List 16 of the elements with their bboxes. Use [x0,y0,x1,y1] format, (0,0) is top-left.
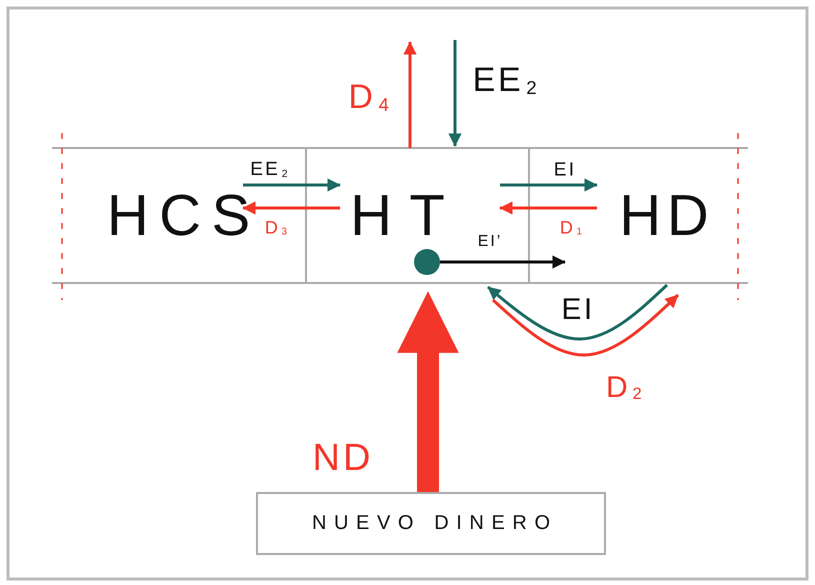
dot-marker [414,249,440,275]
arrow [448,40,462,147]
sector-label: HCS [106,182,261,249]
arrow [500,178,598,192]
arrow [243,178,341,192]
sector-label: HT [350,182,462,249]
arrow [492,294,680,356]
arrow [403,41,417,148]
source-box [256,492,606,555]
sector-label: HD [619,182,715,249]
arrow [499,201,597,215]
box-label: NUEVO DINERO [312,512,558,535]
arrow [440,255,566,269]
arrow [397,291,459,492]
arrow [487,284,668,340]
arrow [242,201,340,215]
